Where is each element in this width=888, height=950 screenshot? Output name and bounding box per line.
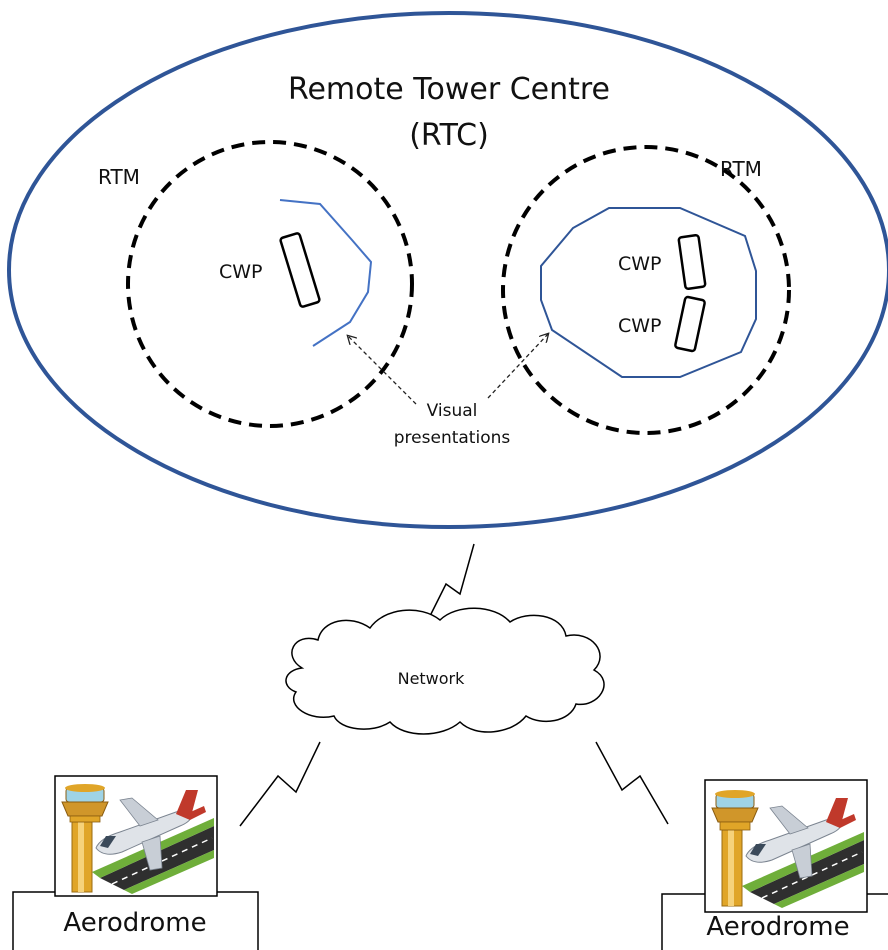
- cwp-left-box: [279, 232, 321, 308]
- airport-icon-left: [54, 775, 218, 897]
- rtm-left-label: RTM: [98, 165, 140, 189]
- cwp-right-top-box: [677, 233, 707, 291]
- visual-presentation-right: [540, 207, 757, 378]
- rtc-title-line1: Remote Tower Centre: [288, 72, 610, 107]
- visual-presentations-line1: Visual: [427, 401, 478, 421]
- rtc-ellipse: [7, 11, 888, 529]
- visual-arrow-left: [348, 336, 417, 405]
- rtm-right-circle: [501, 145, 791, 435]
- cwp-right-top-label: CWP: [618, 253, 662, 275]
- link-network-aerodrome-left: [239, 741, 321, 827]
- cwp-right-bottom-label: CWP: [618, 315, 662, 337]
- airport-icon-right: [704, 779, 868, 913]
- aerodrome-right-label: Aerodrome: [706, 912, 849, 942]
- network-cloud: [285, 607, 605, 735]
- visual-presentation-left: [279, 199, 373, 347]
- aerodrome-left: Aerodrome: [12, 775, 259, 950]
- link-network-aerodrome-right: [595, 741, 669, 825]
- network-label: Network: [398, 669, 466, 688]
- aerodrome-left-label: Aerodrome: [63, 908, 206, 938]
- rtm-left-circle: [126, 140, 414, 428]
- aerodrome-right: Aerodrome: [661, 779, 888, 950]
- rtm-right-label: RTM: [720, 157, 762, 181]
- rtc-title-line2: (RTC): [409, 118, 489, 153]
- cwp-right-bottom-box: [674, 295, 706, 353]
- link-rtc-network: [427, 543, 475, 621]
- visual-arrow-right: [487, 334, 548, 399]
- cwp-left-label: CWP: [219, 261, 263, 283]
- visual-presentations-line2: presentations: [394, 428, 511, 448]
